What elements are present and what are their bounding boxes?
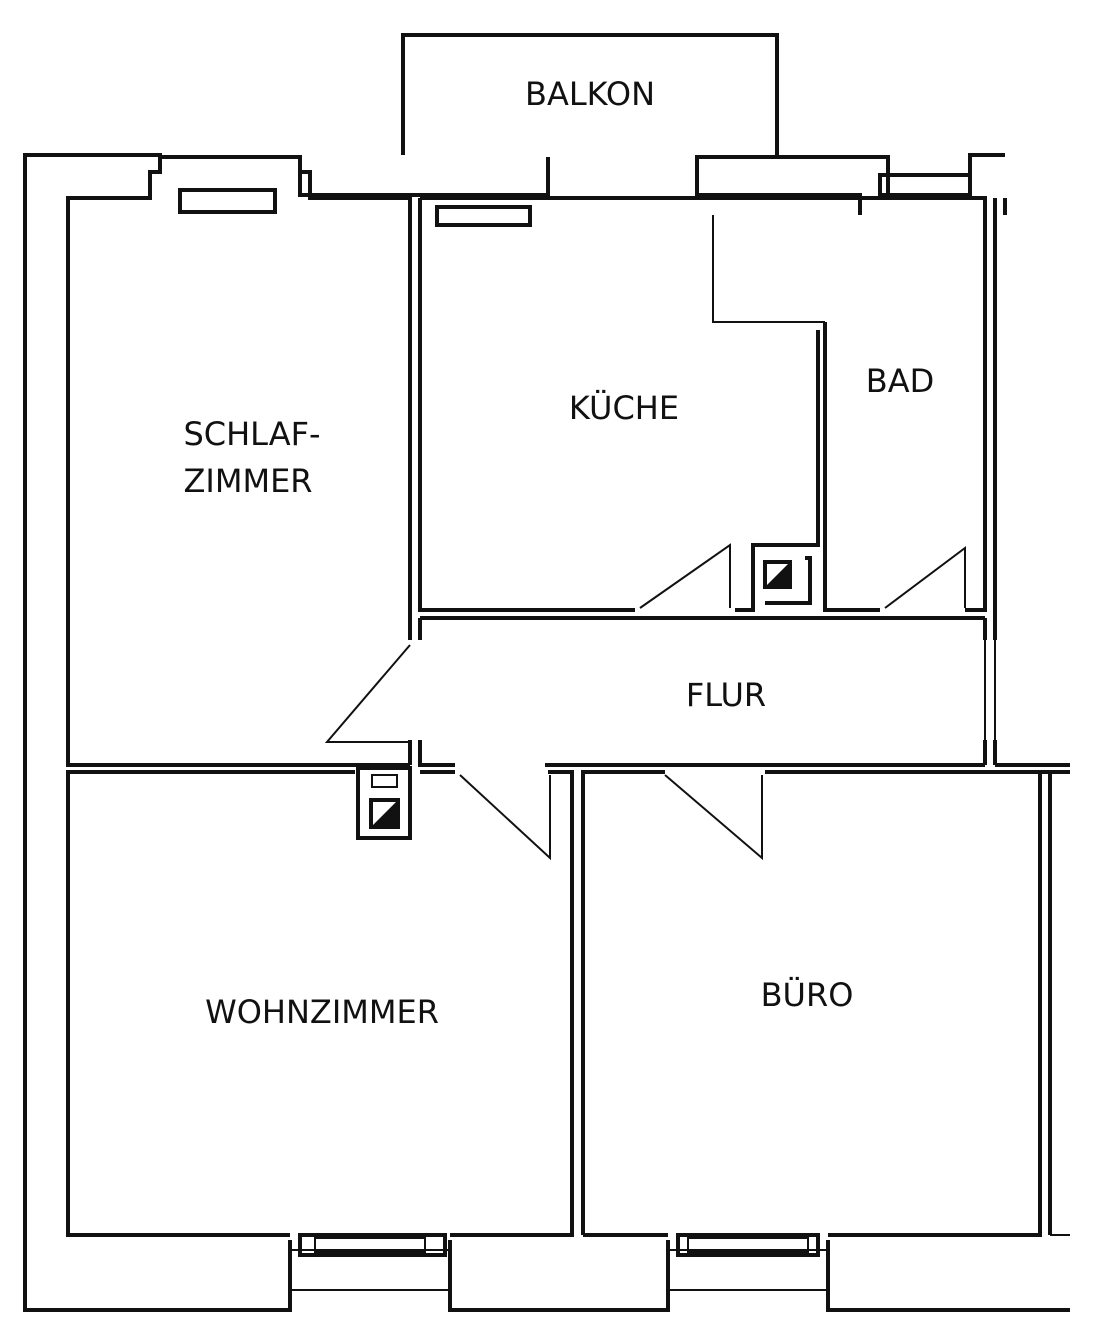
chimney-living bbox=[356, 766, 412, 840]
room-label-flur: FLUR bbox=[686, 676, 766, 714]
chimney-kitchen bbox=[763, 556, 812, 605]
outer-walls bbox=[23, 153, 1070, 1312]
room-label-balkon: BALKON bbox=[525, 75, 655, 113]
room-label-schlafzimmer-1: SCHLAF- bbox=[183, 415, 320, 453]
balcony bbox=[401, 33, 779, 155]
room-label-bad: BAD bbox=[866, 362, 934, 400]
room-label-schlafzimmer-2: ZIMMER bbox=[183, 462, 312, 500]
windows bbox=[178, 173, 972, 1291]
room-label-wohnzimmer: WOHNZIMMER bbox=[205, 993, 439, 1031]
inner-walls bbox=[66, 196, 1070, 1237]
room-label-kueche: KÜCHE bbox=[569, 389, 679, 427]
room-label-buero: BÜRO bbox=[761, 976, 854, 1014]
doors bbox=[324, 543, 966, 861]
